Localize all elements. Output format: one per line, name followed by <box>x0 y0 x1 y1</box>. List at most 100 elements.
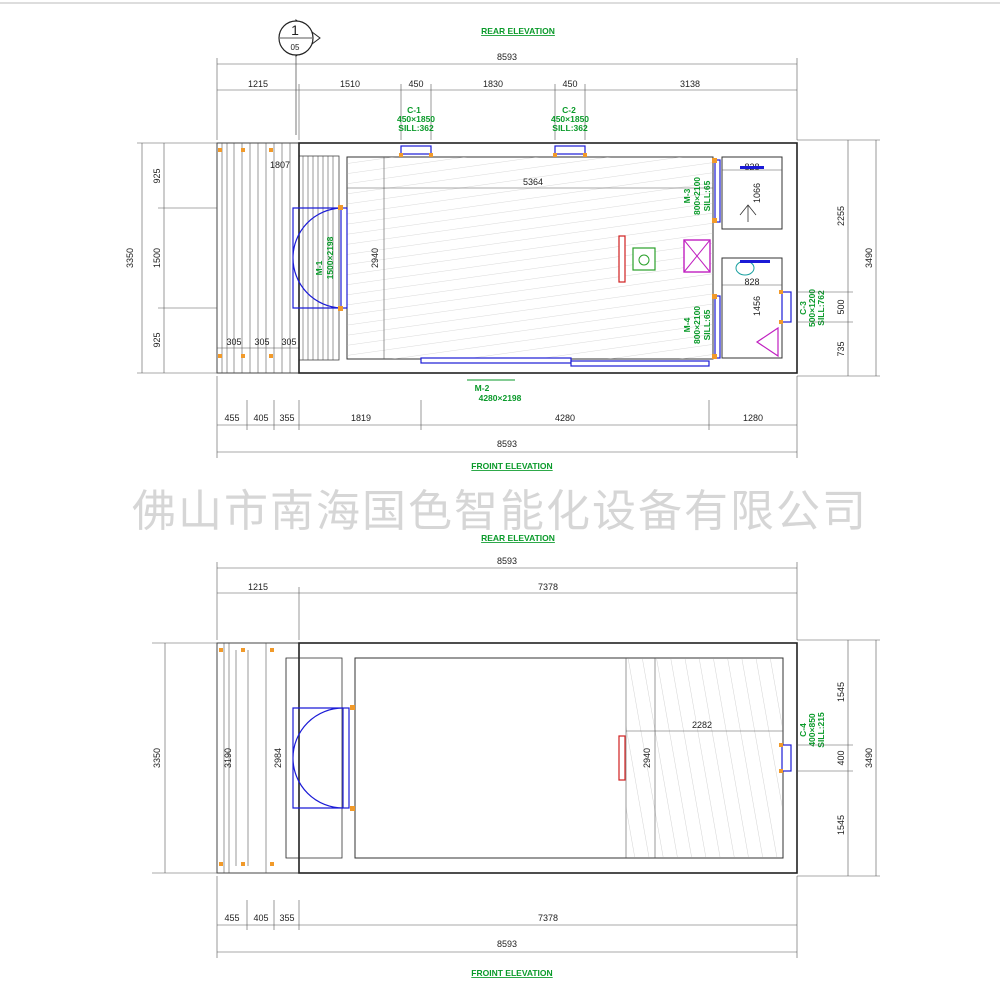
plan1-bottom-title: FROINT ELEVATION <box>471 461 552 471</box>
door-m4 <box>714 295 721 359</box>
deck-board-1: 305 <box>226 337 241 347</box>
plan2-loft <box>626 659 782 857</box>
svg-text:SILL:65: SILL:65 <box>702 180 712 211</box>
svg-text:SILL:65: SILL:65 <box>702 309 712 340</box>
plan1-left-seg-2: 1500 <box>152 248 162 268</box>
toilet-icon <box>735 260 755 276</box>
plan2-bottom-seg-1: 455 <box>224 913 239 923</box>
plan2-right-seg-3: 1545 <box>836 815 846 835</box>
door-m2: M-2 4280×2198 <box>420 357 710 403</box>
plan1-left-seg-1: 925 <box>152 168 162 183</box>
room-length-dim: 5364 <box>523 177 543 187</box>
window-c3-label: C-3 500×1200 SILL:762 <box>798 289 826 327</box>
svg-text:M-3: M-3 <box>682 188 692 203</box>
plan2-top-seg-1: 1215 <box>248 582 268 592</box>
svg-text:4280×2198: 4280×2198 <box>479 393 522 403</box>
section-sheet: 05 <box>291 43 300 52</box>
svg-text:C-4: C-4 <box>798 723 808 737</box>
svg-text:SILL:362: SILL:362 <box>398 123 434 133</box>
plan1-bottom-seg-5: 4280 <box>555 413 575 423</box>
plan-2: REAR ELEVATION 8593 1215 7378 3190 2984 … <box>152 533 880 978</box>
svg-text:1500×2198: 1500×2198 <box>325 236 335 279</box>
plan2-right-seg-1: 1545 <box>836 682 846 702</box>
plan1-top-seg-2: 1510 <box>340 79 360 89</box>
room-depth-dim: 2940 <box>370 248 380 268</box>
plan1-right-seg-1: 2255 <box>836 206 846 226</box>
plan2-top-title: REAR ELEVATION <box>481 533 555 543</box>
plan2-counter-red <box>618 735 626 781</box>
door-m4-label: M-4 800×2100 SILL:65 <box>682 306 712 344</box>
svg-text:400×850: 400×850 <box>807 713 817 747</box>
door-m3-label: M-3 800×2100 SILL:65 <box>682 177 712 215</box>
plan2-right-overall: 3490 <box>864 748 874 768</box>
svg-text:500×1200: 500×1200 <box>807 289 817 327</box>
svg-text:SILL:215: SILL:215 <box>816 712 826 748</box>
svg-text:C-2: C-2 <box>562 105 576 115</box>
plan1-top-seg-3: 450 <box>408 79 423 89</box>
svg-text:C-3: C-3 <box>798 301 808 315</box>
plan1-right-overall: 3490 <box>864 248 874 268</box>
svg-text:450×1850: 450×1850 <box>551 114 589 124</box>
plan1-bottom-seg-2: 405 <box>253 413 268 423</box>
window-c1 <box>400 145 432 155</box>
plan1-bottom-seg-4: 1819 <box>351 413 371 423</box>
deck-width-dim: 1807 <box>270 160 290 170</box>
plan1-overall-top: 8593 <box>497 52 517 62</box>
svg-text:800×2100: 800×2100 <box>692 177 702 215</box>
plan1-top-seg-1: 1215 <box>248 79 268 89</box>
bath-bot-width: 828 <box>744 277 759 287</box>
plan2-left-overall: 3350 <box>152 748 162 768</box>
plan1-top-seg-5: 450 <box>562 79 577 89</box>
plan2-overall-top: 8593 <box>497 556 517 566</box>
plan2-overall-bottom: 8593 <box>497 939 517 949</box>
bath-bot-height: 1456 <box>752 296 762 316</box>
plan2-right-seg-2: 400 <box>836 750 846 765</box>
deck-board-3: 305 <box>281 337 296 347</box>
plan1-left-seg-3: 925 <box>152 332 162 347</box>
plan1-deck: 1807 305 305 305 <box>216 142 340 374</box>
loft-width-dim: 2282 <box>692 720 712 730</box>
section-marker: 1 05 <box>278 19 321 135</box>
plan1-right-seg-3: 735 <box>836 341 846 356</box>
plan1-bottom-seg-3: 355 <box>279 413 294 423</box>
svg-text:SILL:362: SILL:362 <box>552 123 588 133</box>
counter-red <box>618 235 626 283</box>
window-c4-label: C-4 400×850 SILL:215 <box>798 712 826 748</box>
window-c2 <box>554 145 586 155</box>
plan1-bottom-seg-1: 455 <box>224 413 239 423</box>
bath-top <box>721 156 783 230</box>
plan2-door <box>292 705 355 811</box>
svg-text:450×1850: 450×1850 <box>397 114 435 124</box>
sink-icon <box>755 326 779 358</box>
window-c4 <box>781 744 792 772</box>
section-number: 1 <box>291 22 299 38</box>
svg-text:M-4: M-4 <box>682 317 692 332</box>
plan2-inner-depth: 2984 <box>273 748 283 768</box>
loft-depth-dim: 2940 <box>642 748 652 768</box>
plan2-left-inner: 3190 <box>223 748 233 768</box>
door-m3 <box>714 159 721 223</box>
plan2-bottom-title: FROINT ELEVATION <box>471 968 552 978</box>
plan2-bottom-seg-3: 355 <box>279 913 294 923</box>
door-m1: M-1 1500×2198 <box>292 205 348 311</box>
plan1-overall-bottom: 8593 <box>497 439 517 449</box>
plan2-bottom-seg-4: 7378 <box>538 913 558 923</box>
plan1-right-seg-2: 500 <box>836 299 846 314</box>
plan1-left-overall: 3350 <box>125 248 135 268</box>
plan1-top-title: REAR ELEVATION <box>481 26 555 36</box>
plan2-bottom-seg-2: 405 <box>253 913 268 923</box>
svg-text:M-2: M-2 <box>475 383 490 393</box>
window-c3 <box>781 291 792 323</box>
svg-text:SILL:762: SILL:762 <box>816 290 826 326</box>
window-c2-label: C-2 450×1850 SILL:362 <box>551 105 589 133</box>
bath-top-height: 1066 <box>752 183 762 203</box>
stove-icon <box>632 247 656 271</box>
deck-board-2: 305 <box>254 337 269 347</box>
svg-text:800×2100: 800×2100 <box>692 306 702 344</box>
plan1-top-seg-6: 3138 <box>680 79 700 89</box>
plan2-top-seg-2: 7378 <box>538 582 558 592</box>
plan1-top-seg-4: 1830 <box>483 79 503 89</box>
plan-1: 1 05 REAR ELEVATION 8593 1215 1510 450 1… <box>125 19 880 471</box>
watermark-text: 佛山市南海国色智能化设备有限公司 <box>132 486 868 537</box>
